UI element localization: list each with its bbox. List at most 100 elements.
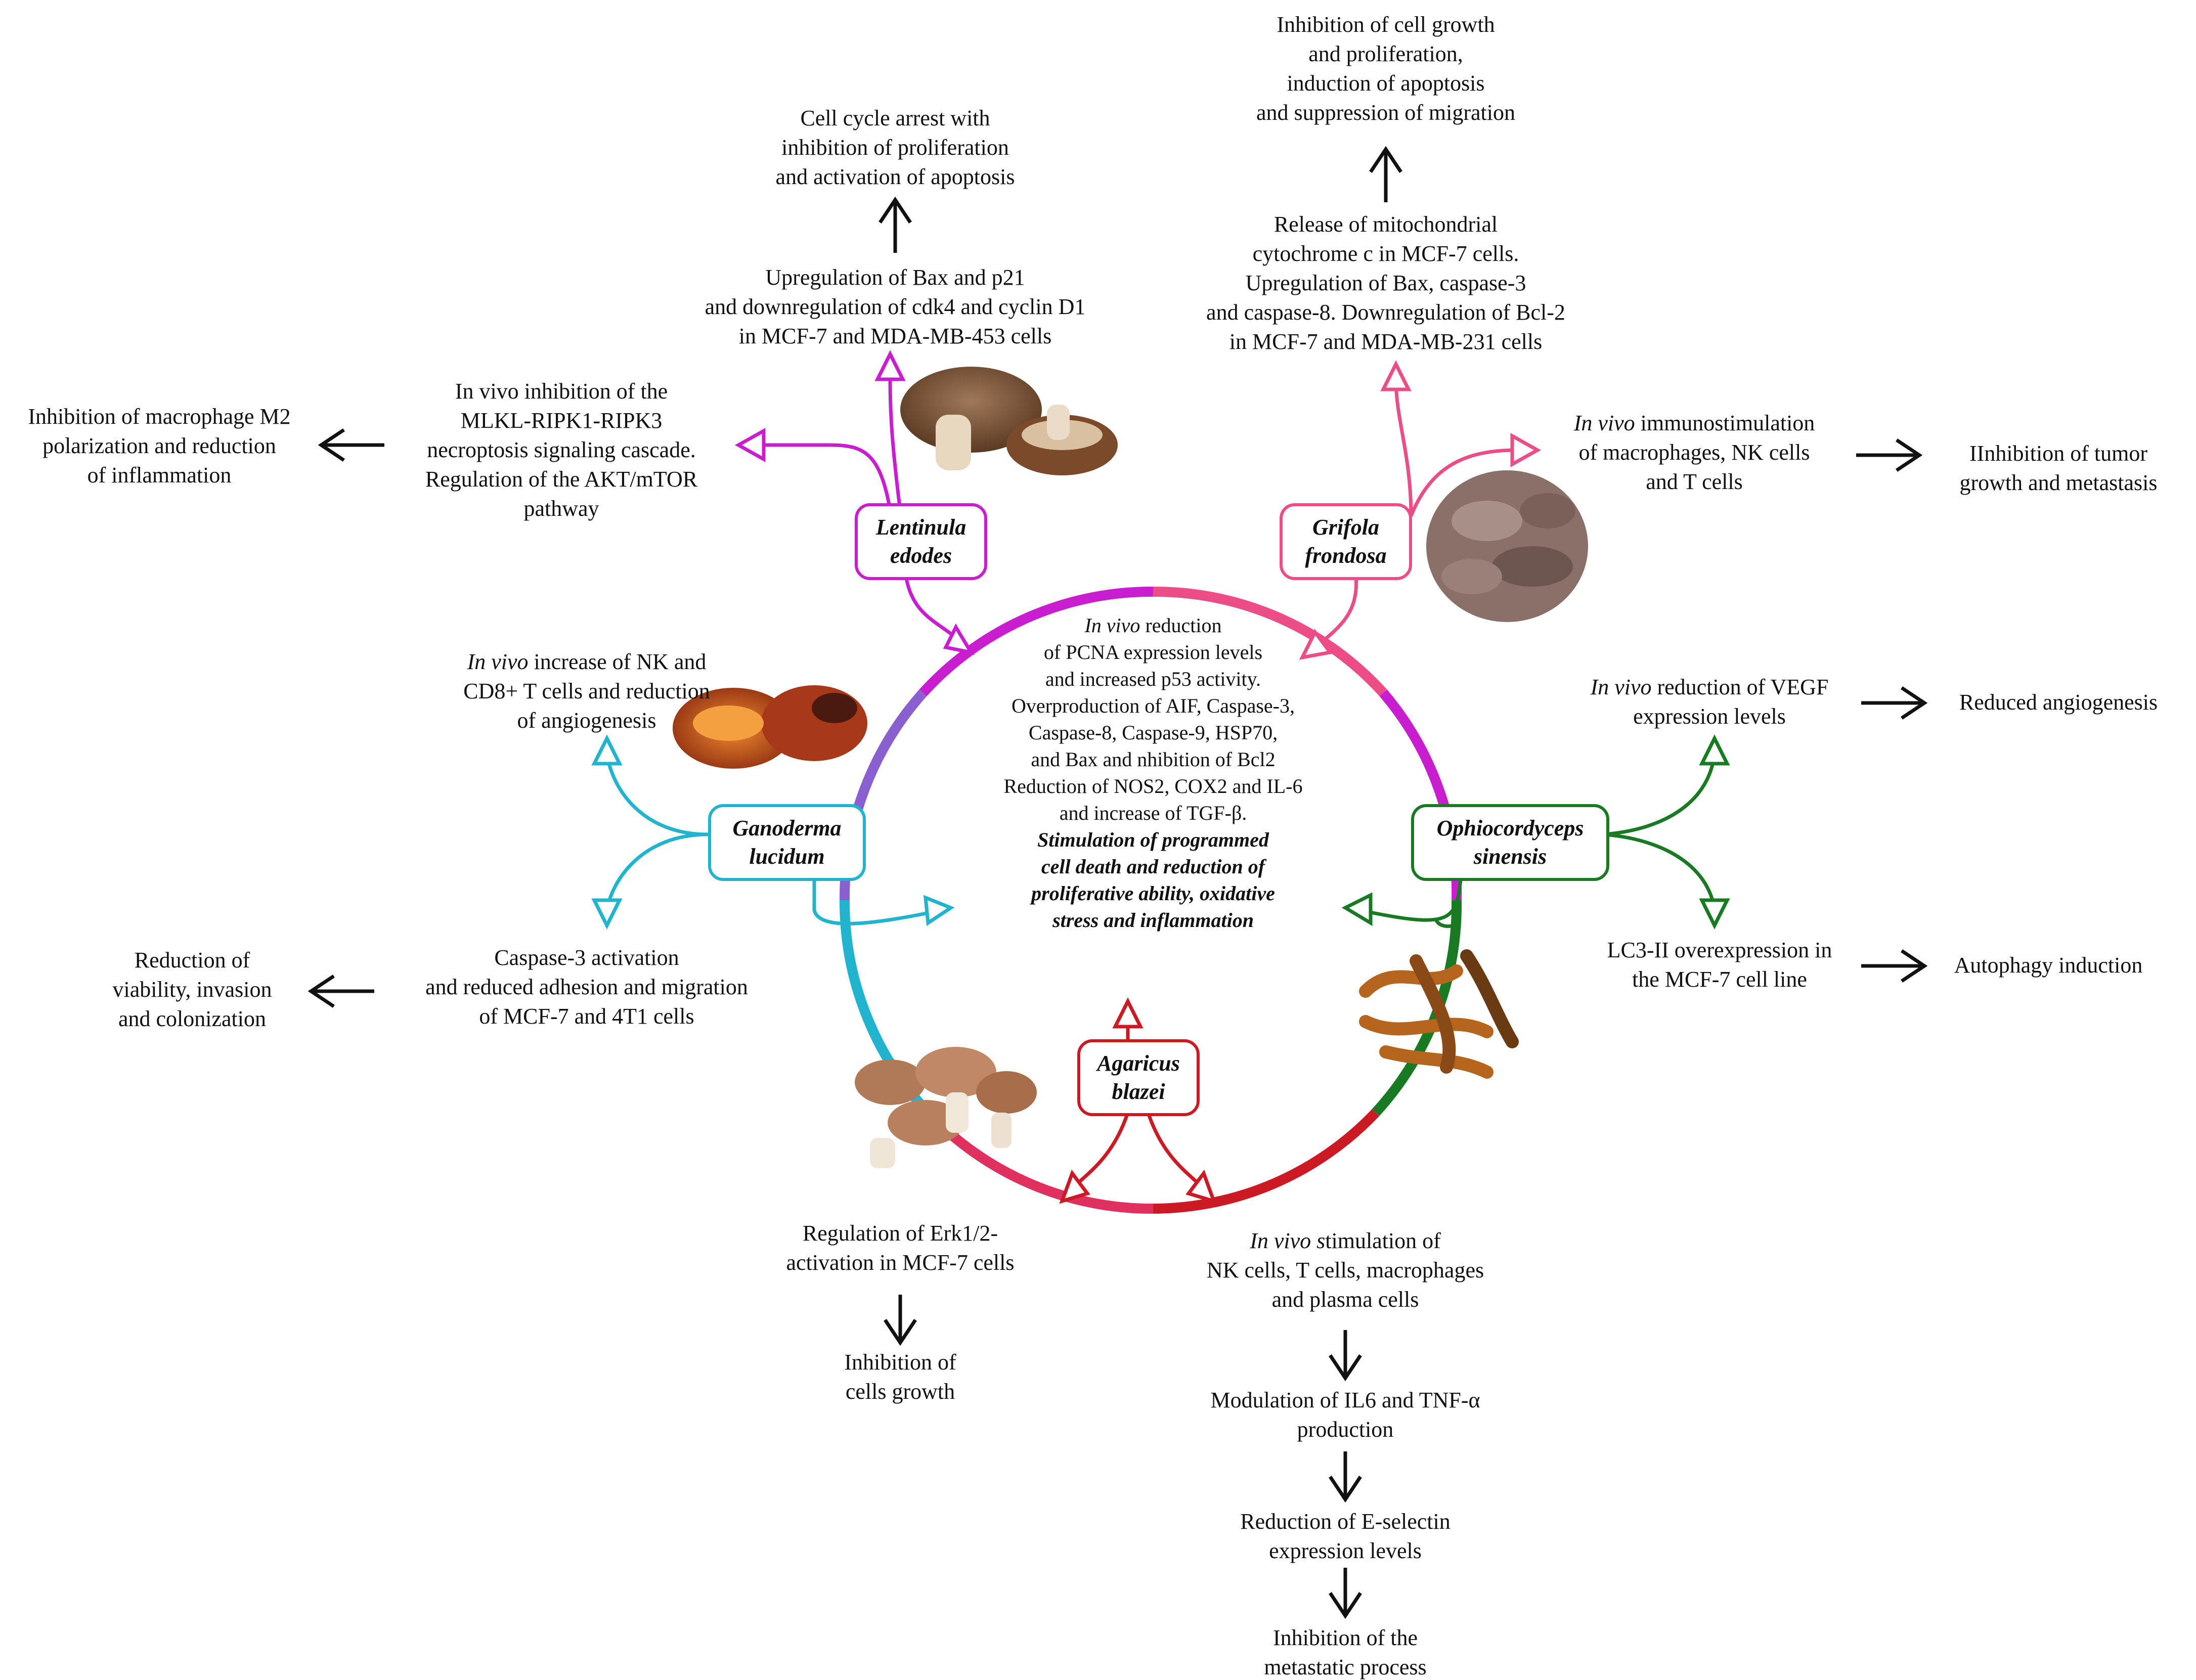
text-line: and colonization — [118, 1006, 266, 1031]
species-agaricus-line2: blazei — [1112, 1079, 1165, 1104]
text-line: in MCF-7 and MDA-MB-231 cells — [1229, 329, 1543, 354]
text-line: timulation of — [1325, 1228, 1441, 1253]
text-line: of angiogenesis — [517, 708, 656, 733]
center-line-7: and increase of TGF-β. — [1059, 802, 1247, 824]
text-line: activation in MCF-7 cells — [786, 1250, 1015, 1275]
text-line: Caspase-3 activation — [494, 945, 679, 970]
text-line: CD8+ T cells and reduction — [463, 679, 710, 703]
text-line: Upregulation of Bax, caspase-3 — [1245, 271, 1526, 295]
text-line: Inhibition of cell growth — [1277, 12, 1495, 37]
grifola-right-italic: In vivo — [1573, 411, 1635, 435]
text-line: Inhibition of macrophage M2 — [28, 404, 291, 429]
ganoderma-mechanism-top: In vivo increase of NK and CD8+ T cells … — [435, 647, 738, 735]
species-box-agaricus: Agaricus blazei — [1077, 1039, 1200, 1116]
text-line: and plasma cells — [1271, 1287, 1419, 1312]
agaricus-mechanism-left: Regulation of Erk1/2- activation in MCF-… — [749, 1219, 1052, 1277]
text-line: reduction of VEGF — [1651, 675, 1829, 699]
agaricus-right-italic: In vivo s — [1250, 1228, 1326, 1253]
agaricus-mechanism-right: In vivo stimulation of NK cells, T cells… — [1163, 1226, 1527, 1314]
center-emphasis-3: stress and inflammation — [1052, 909, 1254, 932]
lentinula-outcome-left: Inhibition of macrophage M2 polarization… — [0, 402, 319, 490]
center-line-4: Caspase-8, Caspase-9, HSP70, — [1028, 721, 1278, 744]
species-ganoderma-line2: lucidum — [749, 844, 825, 869]
species-ophiocordyceps-line1: Ophiocordyceps — [1436, 816, 1584, 841]
text-line: and activation of apoptosis — [775, 164, 1015, 189]
text-line: viability, invasion — [112, 977, 272, 1002]
text-line: and suppression of migration — [1256, 100, 1516, 125]
center-emphasis-2: proliferative ability, oxidative — [1031, 882, 1275, 905]
text-line: Reduction of E-selectin — [1240, 1509, 1451, 1534]
text-line: metastatic process — [1264, 1655, 1427, 1679]
center-line-3: Overproduction of AIF, Caspase-3, — [1011, 694, 1295, 717]
text-line: induction of apoptosis — [1287, 71, 1485, 96]
outcome-arrows — [308, 146, 1928, 1619]
text-line: In vivo inhibition of the — [455, 379, 668, 404]
ganoderma-outcome-bottom: Reduction of viability, invasion and col… — [81, 946, 303, 1034]
lentinula-mechanism-left: In vivo inhibition of the MLKL-RIPK1-RIP… — [394, 377, 728, 523]
ophiocordyceps-mechanism-top: In vivo reduction of VEGF expression lev… — [1568, 673, 1851, 731]
ophiocordyceps-outcome-top: Reduced angiogenesis — [1937, 688, 2180, 717]
grifola-connectors — [1299, 360, 1542, 660]
text-line: expression levels — [1633, 704, 1786, 729]
text-line: of MCF-7 and 4T1 cells — [479, 1004, 694, 1029]
center-emphasis-1: cell death and reduction of — [1041, 855, 1265, 878]
text-line: Reduced angiogenesis — [1959, 690, 2158, 715]
agaricus-mushroom-image — [855, 1047, 1037, 1168]
text-line: increase of NK and — [528, 649, 707, 674]
text-line: growth and metastasis — [1959, 470, 2158, 495]
ganoderma-connectors — [591, 734, 955, 930]
text-line: pathway — [523, 496, 599, 521]
text-line: of inflammation — [87, 463, 232, 488]
species-grifola-line2: frondosa — [1305, 543, 1387, 568]
shiitake-mushroom-image — [900, 367, 1118, 475]
ophiocordyceps-outcome-bottom: Autophagy induction — [1937, 951, 2160, 980]
text-line: MLKL-RIPK1-RIPK3 — [460, 408, 663, 433]
text-line: and reduced adhesion and migration — [425, 975, 748, 999]
grifola-mechanism-right: In vivo immunostimulation of macrophages… — [1538, 409, 1851, 497]
text-line: the MCF-7 cell line — [1632, 967, 1807, 992]
center-emphasis-0: Stimulation of programmed — [1037, 828, 1269, 851]
ophio-top-italic: In vivo — [1590, 675, 1652, 699]
text-line: Upregulation of Bax and p21 — [765, 265, 1025, 290]
species-lentinula-line2: edodes — [890, 543, 952, 568]
text-line: and caspase-8. Downregulation of Bcl-2 — [1206, 300, 1565, 325]
ophiocordyceps-connectors — [1341, 734, 1730, 930]
species-grifola-line1: Grifola — [1312, 515, 1379, 540]
grifola-outcome-top: Inhibition of cell growth and proliferat… — [1204, 10, 1568, 127]
cordyceps-image — [1359, 949, 1519, 1079]
text-line: polarization and reduction — [42, 433, 276, 458]
center-line-2: and increased p53 activity. — [1045, 668, 1261, 690]
agaricus-step2: Modulation of IL6 and TNF-α production — [1153, 1386, 1538, 1444]
species-ophiocordyceps-line2: sinensis — [1473, 844, 1547, 869]
text-line: and downregulation of cdk4 and cyclin D1 — [705, 294, 1086, 319]
lentinula-mechanism-top: Upregulation of Bax and p21 and downregu… — [657, 263, 1133, 351]
text-line: cells growth — [845, 1379, 955, 1404]
text-line: Release of mitochondrial — [1273, 212, 1498, 237]
species-agaricus-line1: Agaricus — [1097, 1051, 1180, 1076]
text-line: necroptosis signaling cascade. — [427, 437, 696, 462]
text-line: NK cells, T cells, macrophages — [1206, 1258, 1484, 1283]
agaricus-outcome-left: Inhibition of cells growth — [799, 1348, 1001, 1406]
species-box-grifola: Grifola frondosa — [1280, 503, 1412, 580]
ganoderma-mechanism-bottom: Caspase-3 activation and reduced adhesio… — [374, 943, 799, 1031]
grifola-outcome-right: IInhibition of tumor growth and metastas… — [1927, 439, 2190, 498]
agaricus-connectors — [1059, 997, 1217, 1204]
center-line-6: Reduction of NOS2, COX2 and IL-6 — [1003, 775, 1303, 798]
text-line: production — [1297, 1417, 1394, 1442]
species-box-lentinula: Lentinula edodes — [855, 503, 987, 580]
text-line: IInhibition of tumor — [1969, 441, 2147, 466]
text-line: immunostimulation — [1635, 411, 1815, 435]
text-line: LC3-II overexpression in — [1607, 938, 1832, 962]
text-line: Modulation of IL6 and TNF-α — [1210, 1388, 1480, 1412]
text-line: Cell cycle arrest with — [800, 106, 990, 130]
species-box-ophiocordyceps: Ophiocordyceps sinensis — [1411, 804, 1609, 881]
lentinula-connectors — [734, 350, 975, 655]
species-box-ganoderma: Ganoderma lucidum — [708, 804, 866, 881]
grifola-mechanism-top: Release of mitochondrial cytochrome c in… — [1148, 210, 1623, 357]
text-line: Regulation of Erk1/2- — [802, 1221, 998, 1246]
text-line: Autophagy induction — [1954, 953, 2143, 978]
ophiocordyceps-mechanism-bottom: LC3-II overexpression in the MCF-7 cell … — [1578, 936, 1861, 994]
text-line: and T cells — [1646, 469, 1743, 494]
